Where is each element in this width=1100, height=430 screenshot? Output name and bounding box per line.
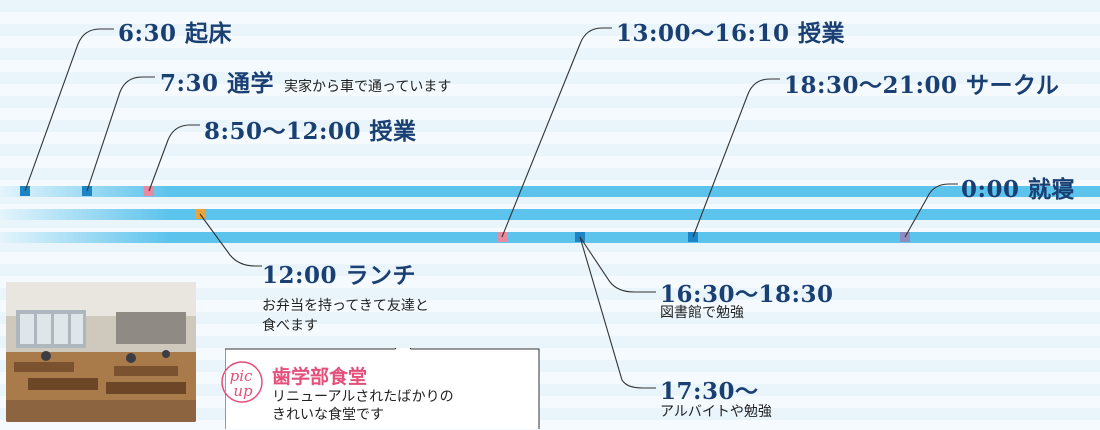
schedule-item-job: 17:30〜 <box>660 372 759 406</box>
schedule-item-lunch: 12:00 ランチ <box>262 256 416 290</box>
job-time: 17:30〜 <box>660 378 759 405</box>
pickup-desc-line-1: リニューアルされたばかりの <box>272 389 454 405</box>
leader-circle <box>692 78 780 238</box>
library-time: 16:30〜18:30 <box>660 281 834 308</box>
schedule-item-class-am: 8:50〜12:00 授業 <box>204 112 417 146</box>
schedule-item-wake: 6:30 起床 <box>118 14 232 48</box>
leader-class-pm <box>501 27 612 238</box>
schedule-item-circle: 18:30〜21:00 サークル <box>784 66 1059 100</box>
sleep-label: 0:00 就寝 <box>961 176 1076 203</box>
schedule-item-library: 16:30〜18:30 <box>660 275 834 309</box>
schedule-item-commute: 7:30 通学実家から車で通っています <box>160 64 451 98</box>
pickup-desc: リニューアルされたばかりの きれいな食堂です <box>272 388 454 424</box>
pickup-callout <box>225 348 540 429</box>
lunch-label: 12:00 ランチ <box>262 262 417 289</box>
leader-library <box>579 236 656 293</box>
class-pm-label: 13:00〜16:10 授業 <box>616 20 846 47</box>
svg-text:up: up <box>233 382 253 400</box>
job-note: アルバイトや勉強 <box>660 404 772 420</box>
timeline-bar-1 <box>0 186 1100 197</box>
timeline-bar-3 <box>0 232 1100 243</box>
schedule-item-class-pm: 13:00〜16:10 授業 <box>616 14 845 48</box>
lunch-note-line-2: 食べます <box>262 318 318 334</box>
timeline-bar-2 <box>0 209 1100 220</box>
leader-class-am <box>148 124 200 192</box>
pickup-title: 歯学部食堂 <box>272 366 368 388</box>
pic-up-logo: pic up <box>221 361 263 403</box>
commute-label: 7:30 通学 <box>160 70 275 97</box>
leader-commute <box>86 76 155 192</box>
pickup-desc-line-2: きれいな食堂です <box>272 407 384 423</box>
svg-text:pic: pic <box>230 367 253 385</box>
wake-label: 6:30 起床 <box>118 20 233 47</box>
schedule-item-sleep: 0:00 就寝 <box>961 170 1075 204</box>
circle-label: 18:30〜21:00 サークル <box>784 72 1060 99</box>
leader-job <box>579 236 656 389</box>
cafeteria-photo <box>6 282 196 422</box>
commute-note: 実家から車で通っています <box>284 79 452 95</box>
library-note: 図書館で勉強 <box>660 305 744 321</box>
lunch-note-line-1: お弁当を持ってきて友達と <box>262 298 429 314</box>
leader-lunch <box>199 213 262 267</box>
lunch-note: お弁当を持ってきて友達と 食べます <box>262 296 429 336</box>
leader-wake <box>24 28 114 192</box>
class-am-label: 8:50〜12:00 授業 <box>204 118 417 145</box>
leader-sleep <box>904 183 958 238</box>
